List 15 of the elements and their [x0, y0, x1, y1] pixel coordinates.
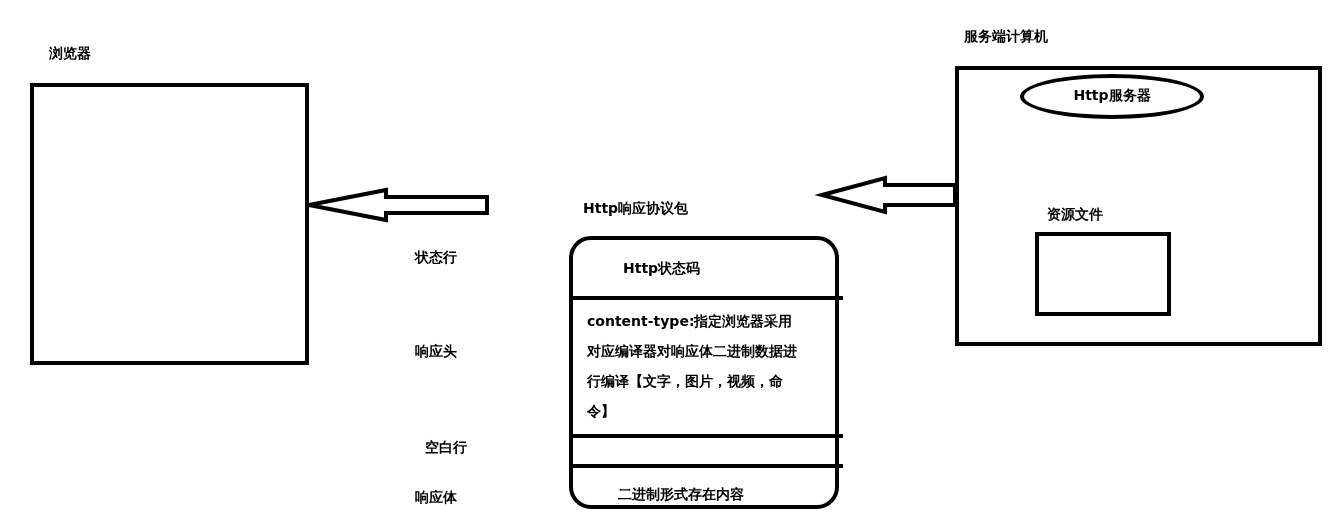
row-text: 二进制形式存在内容 [618, 486, 744, 504]
row-label: 空白行 [425, 439, 467, 457]
row-text: content-type:指定浏览器采用对应编译器对响应体二进制数据进行编译【文字，图片，视频，命令】 [587, 312, 798, 421]
box-title: 服务端计算机 [964, 28, 1048, 46]
row-label: 状态行 [415, 249, 457, 267]
row-text: Http状态码 [623, 260, 701, 278]
server-ellipse [1020, 74, 1204, 119]
block-arrow [814, 175, 957, 215]
box-title: Http响应协议包 [583, 200, 689, 218]
row-label: 响应体 [415, 489, 457, 507]
box-title: Http服务器 [1072, 87, 1152, 105]
row-label: 响应头 [415, 343, 457, 361]
box-title: 浏览器 [49, 45, 91, 63]
block-arrow [307, 187, 489, 223]
box-title: 资源文件 [1047, 206, 1103, 224]
